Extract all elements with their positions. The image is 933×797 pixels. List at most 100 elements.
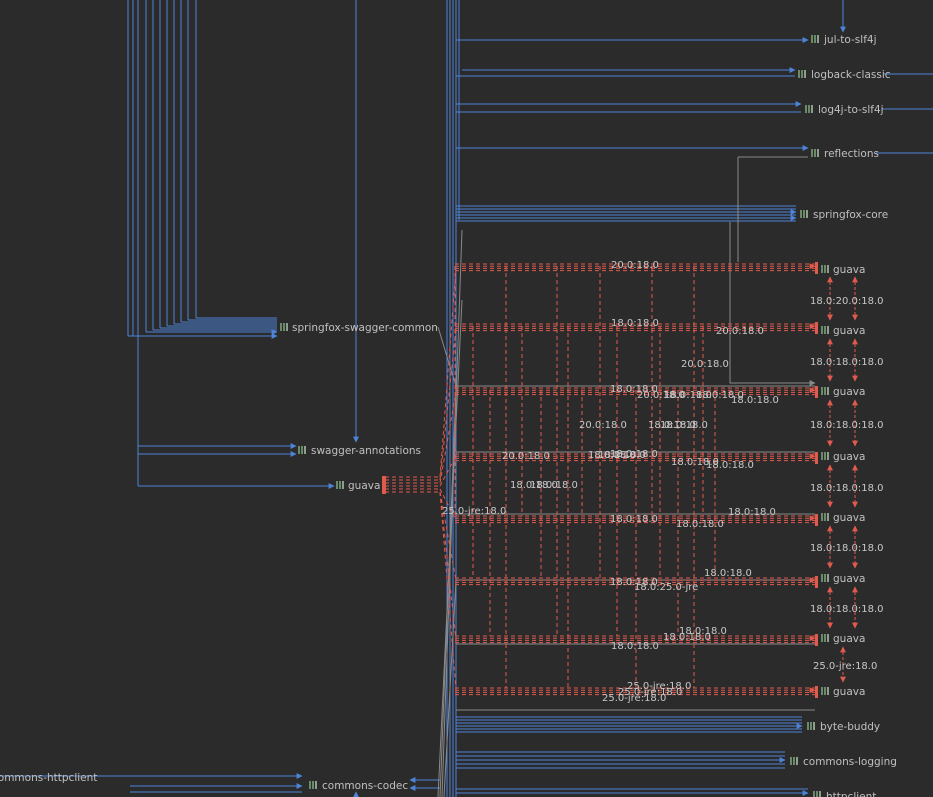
node-commons-logging[interactable]: commons-logging (790, 756, 897, 768)
node-commons-httpclient[interactable]: commons-httpclient (0, 772, 97, 784)
version-label: 18.0:18.0 (679, 626, 727, 637)
node-guava-left[interactable]: guava (336, 476, 386, 494)
version-label: 18.0:18.0 (671, 457, 719, 468)
version-label: 25.0-jre:18.0 (602, 693, 666, 704)
side-version-label: 18.0:18.0:18.0 (810, 543, 884, 554)
library-icon (821, 265, 829, 273)
node-label: commons-logging (803, 756, 897, 768)
node-label: springfox-core (813, 209, 888, 221)
node-springfox-swagger-common[interactable]: springfox-swagger-common (280, 322, 438, 334)
node-jul-to-slf4j[interactable]: jul-to-slf4j (811, 34, 877, 46)
node-guava-2[interactable]: guava (821, 325, 865, 337)
node-label: guava (833, 264, 865, 276)
library-icon (821, 513, 829, 521)
node-label: guava (348, 480, 380, 492)
side-version-label: 18.0:18.0:18.0 (810, 604, 884, 615)
version-label: 20.0:18.0 (502, 451, 550, 462)
conflict-marker (815, 514, 818, 526)
node-guava-7[interactable]: guava (821, 633, 865, 645)
library-icon (309, 781, 317, 789)
node-label: guava (833, 512, 865, 524)
version-label: 18.0:18.0 (611, 318, 659, 329)
version-label: 20.0:18.0 (637, 390, 685, 401)
node-label: guava (833, 451, 865, 463)
side-version-label: 18.0:18.0:18.0 (810, 420, 884, 431)
version-label: 18.0:18.0 (728, 507, 776, 518)
node-label: guava (833, 386, 865, 398)
version-label: 18.0:18.0 (610, 449, 658, 460)
version-label: 18.0:18.0 (610, 384, 658, 395)
side-version-label: 18.0:18.0:18.0 (810, 357, 884, 368)
blue-edges-left (127, 0, 359, 489)
node-guava-4[interactable]: guava (821, 451, 865, 463)
node-label: springfox-swagger-common (292, 322, 438, 334)
node-label: jul-to-slf4j (823, 34, 877, 46)
node-label: httpclient (826, 791, 876, 797)
version-label: 18.0:25.0-jre (634, 582, 698, 593)
node-springfox-core[interactable]: springfox-core (800, 209, 888, 221)
library-icon (807, 722, 815, 730)
red-conflict-edges (454, 262, 818, 698)
node-label: guava (833, 686, 865, 698)
library-icon (805, 105, 813, 113)
library-icon (821, 452, 829, 460)
library-icon (821, 634, 829, 642)
library-icon (811, 149, 819, 157)
node-label: guava (833, 633, 865, 645)
conflict-marker (815, 452, 818, 464)
node-guava-1[interactable]: guava (821, 264, 865, 276)
library-icon (811, 35, 819, 43)
library-icon (798, 70, 806, 78)
node-label: log4j-to-slf4j (818, 104, 884, 116)
version-label: 18.0:18.0 (676, 519, 724, 530)
conflict-marker (815, 386, 818, 398)
version-label: 18.0:18.0 (648, 420, 696, 431)
node-logback-classic[interactable]: logback-classic (798, 69, 891, 81)
version-label: 20.0:18.0 (716, 326, 764, 337)
node-guava-6[interactable]: guava (821, 573, 865, 585)
version-label: 18.0:18.0 (610, 514, 658, 525)
library-icon (821, 687, 829, 695)
library-icon (821, 387, 829, 395)
version-label: 18.0:18.0 (660, 420, 708, 431)
version-label: 18.0:18.0 (664, 390, 712, 401)
conflict-marker (815, 322, 818, 334)
node-log4j-to-slf4j[interactable]: log4j-to-slf4j (805, 104, 884, 116)
version-label: 18.0:18.0 (588, 450, 636, 461)
library-icon (813, 791, 821, 797)
version-label: 18.0:18.0 (663, 632, 711, 643)
version-label: 18.0:18.0 (510, 480, 558, 491)
left-guava-fanout (385, 267, 457, 691)
side-version-labels: 18.0:20.0:18.0 18.0:18.0:18.0 18.0:18.0:… (810, 296, 884, 672)
version-label: 18.0:18.0 (696, 390, 744, 401)
node-label: logback-classic (811, 69, 891, 81)
side-version-label: 18.0:18.0:18.0 (810, 483, 884, 494)
conflict-marker (815, 576, 818, 588)
node-commons-codec[interactable]: commons-codec (309, 780, 408, 792)
conflict-marker (815, 634, 818, 646)
version-label: 18.0:18.0 (704, 568, 752, 579)
node-guava-3[interactable]: guava (821, 386, 865, 398)
version-label: 25.0-jre:18.0 (442, 506, 506, 517)
conflict-marker (815, 262, 818, 274)
conflict-marker (382, 476, 386, 494)
node-label: guava (833, 573, 865, 585)
version-label: 20.0:18.0 (681, 359, 729, 370)
node-byte-buddy[interactable]: byte-buddy (807, 721, 880, 733)
version-label: 25.0-jre:18.0 (618, 687, 682, 698)
node-label: reflections (824, 148, 879, 160)
version-label: 18.0:18.0 (731, 395, 779, 406)
side-version-label: 18.0:20.0:18.0 (810, 296, 884, 307)
nodes: jul-to-slf4j logback-classic log4j-to-sl… (0, 34, 897, 797)
node-label: byte-buddy (820, 721, 880, 733)
node-label: swagger-annotations (311, 445, 421, 457)
node-reflections[interactable]: reflections (811, 148, 879, 160)
node-label: commons-codec (322, 780, 408, 792)
node-guava-8[interactable]: guava (821, 686, 865, 698)
node-guava-5[interactable]: guava (821, 512, 865, 524)
library-icon (336, 481, 344, 489)
node-httpclient[interactable]: httpclient (813, 791, 876, 797)
node-swagger-annotations[interactable]: swagger-annotations (298, 445, 421, 457)
